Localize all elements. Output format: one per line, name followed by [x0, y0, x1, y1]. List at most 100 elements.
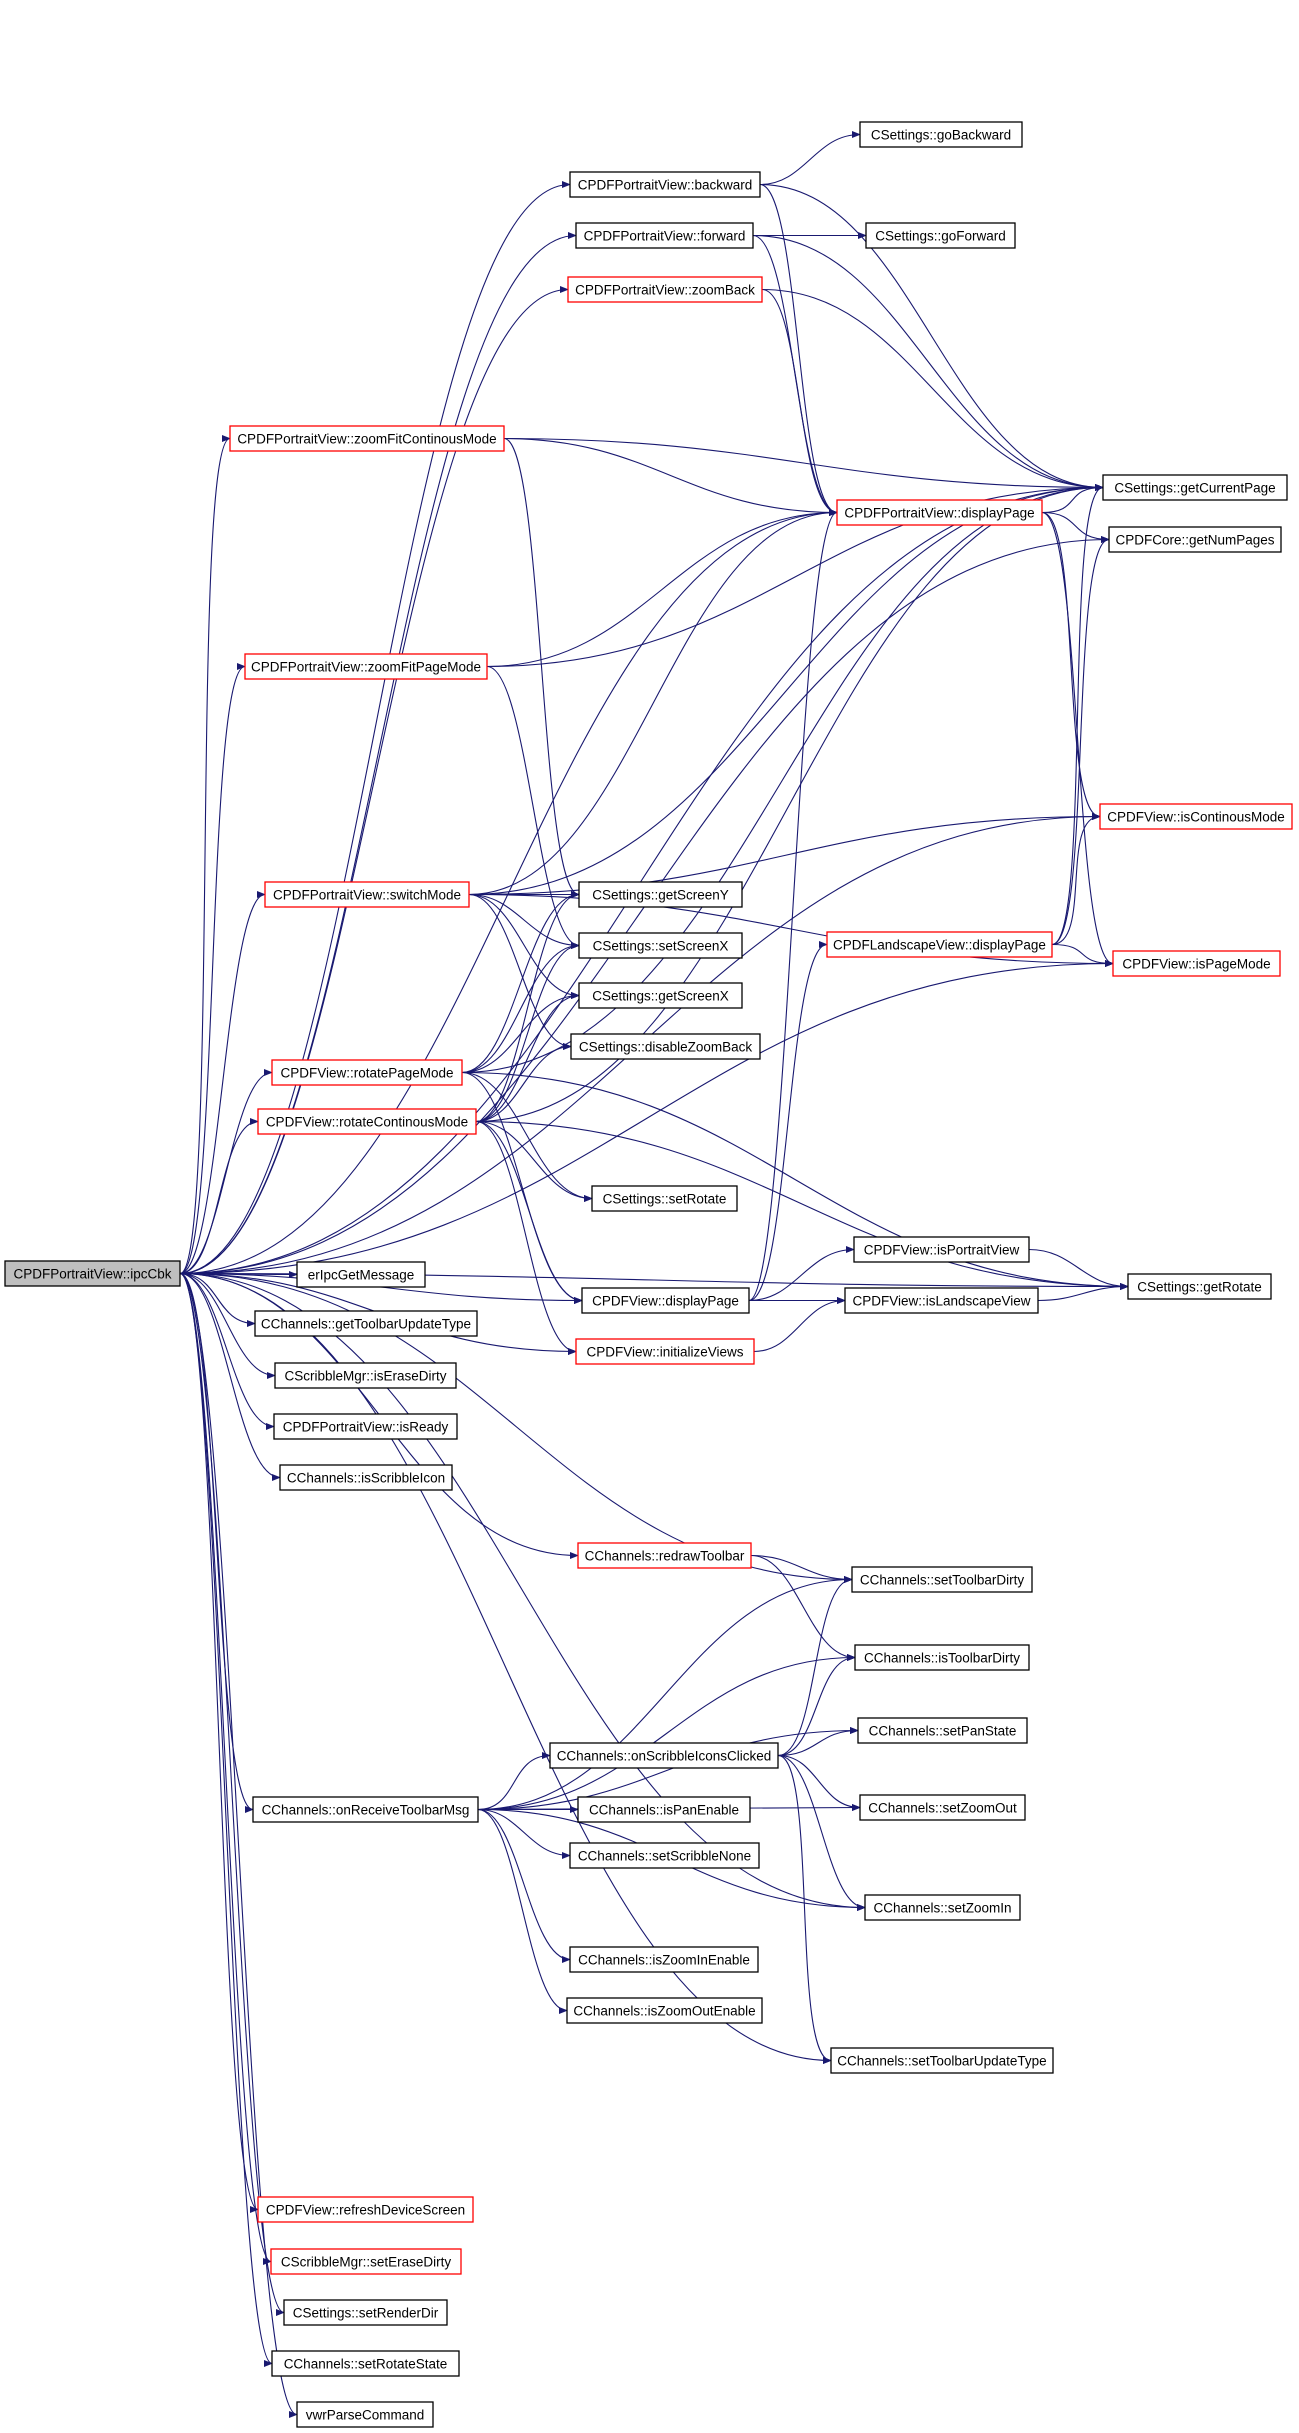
function-node[interactable]: CPDFView::rotatePageMode — [271, 1059, 463, 1086]
function-node[interactable]: CPDFPortraitView::zoomFitContinousMode — [229, 425, 505, 452]
function-node[interactable]: CScribbleMgr::isEraseDirty — [274, 1362, 457, 1389]
function-node[interactable]: CPDFPortraitView::isReady — [273, 1413, 458, 1440]
function-node[interactable]: erIpcGetMessage — [296, 1261, 426, 1288]
function-node[interactable]: CPDFView::initializeViews — [575, 1338, 755, 1365]
function-node[interactable]: CSettings::setRenderDir — [283, 2299, 448, 2326]
function-node[interactable]: CSettings::getCurrentPage — [1102, 474, 1288, 501]
node-label: CPDFCore::getNumPages — [1115, 533, 1274, 548]
function-node[interactable]: CChannels::isZoomOutEnable — [566, 1997, 763, 2024]
call-edge — [475, 1120, 593, 1203]
function-node[interactable]: CPDFView::rotateContinousMode — [257, 1108, 477, 1135]
function-node[interactable]: CChannels::setScribbleNone — [569, 1842, 760, 1869]
function-node[interactable]: CPDFView::isPageMode — [1112, 950, 1281, 977]
call-edge — [477, 1808, 571, 1860]
call-edge — [1051, 535, 1110, 946]
node-label: CChannels::onScribbleIconsClicked — [557, 1749, 772, 1764]
function-node[interactable]: CChannels::setToolbarUpdateType — [830, 2047, 1054, 2074]
call-edge — [461, 1071, 593, 1203]
node-label: CPDFView::isPortraitView — [864, 1243, 1020, 1258]
function-node[interactable]: CChannels::redrawToolbar — [577, 1542, 752, 1569]
function-node[interactable]: CSettings::getRotate — [1127, 1273, 1272, 1300]
call-edge — [1051, 943, 1114, 968]
call-edge — [179, 663, 246, 1275]
function-node[interactable]: CPDFPortraitView::backward — [569, 171, 761, 198]
function-node[interactable]: CSettings::getScreenY — [578, 881, 743, 908]
call-edge — [179, 285, 569, 1275]
function-node[interactable]: CPDFView::isPortraitView — [853, 1236, 1030, 1263]
function-node[interactable]: CSettings::getScreenX — [578, 982, 743, 1009]
function-node[interactable]: CPDFPortraitView::switchMode — [264, 881, 470, 908]
call-edge — [475, 991, 580, 1123]
function-node[interactable]: CSettings::disableZoomBack — [570, 1033, 761, 1060]
function-node[interactable]: CChannels::getToolbarUpdateType — [254, 1310, 478, 1337]
function-node[interactable]: CPDFPortraitView::zoomFitPageMode — [244, 653, 488, 680]
node-label: CPDFView::rotateContinousMode — [266, 1115, 468, 1130]
node-box — [244, 653, 488, 680]
function-node[interactable]: CPDFView::isContinousMode — [1099, 803, 1293, 830]
node-box — [257, 2196, 474, 2223]
call-edge — [477, 1575, 853, 1811]
node-box — [851, 1566, 1033, 1593]
function-node[interactable]: vwrParseCommand — [296, 2401, 434, 2428]
call-edge — [179, 1272, 254, 1813]
function-node[interactable]: CPDFCore::getNumPages — [1108, 526, 1282, 553]
function-node[interactable]: CChannels::isScribbleIcon — [279, 1464, 453, 1491]
function-node[interactable]: CChannels::isZoomInEnable — [569, 1946, 759, 1973]
node-box — [859, 1794, 1026, 1821]
node-box — [853, 1236, 1030, 1263]
call-edge — [468, 893, 580, 1000]
node-label: CPDFView::rotatePageMode — [280, 1066, 453, 1081]
function-node[interactable]: CSettings::setScreenX — [578, 932, 743, 959]
call-edge — [475, 483, 1104, 1123]
function-node[interactable]: CPDFPortraitView::zoomBack — [567, 276, 763, 303]
function-node[interactable]: CPDFView::isLandscapeView — [844, 1287, 1039, 1314]
function-node[interactable]: CChannels::setToolbarDirty — [851, 1566, 1033, 1593]
node-label: CPDFPortraitView::isReady — [283, 1420, 449, 1435]
function-node[interactable]: CChannels::onReceiveToolbarMsg — [252, 1796, 479, 1823]
function-node[interactable]: CSettings::goBackward — [859, 121, 1023, 148]
call-edge — [777, 1726, 859, 1757]
call-edge — [777, 1754, 866, 1912]
node-box — [578, 982, 743, 1009]
call-edge — [179, 483, 1104, 1275]
call-edge — [179, 435, 231, 1275]
call-edge — [475, 890, 580, 1123]
call-edge — [748, 1245, 855, 1302]
function-node[interactable]: CChannels::isToolbarDirty — [854, 1644, 1030, 1671]
function-node[interactable]: CScribbleMgr::setEraseDirty — [270, 2248, 462, 2275]
function-node[interactable]: CPDFPortraitView::forward — [575, 222, 754, 249]
call-edge — [477, 1751, 551, 1811]
node-label: CPDFView::initializeViews — [586, 1345, 743, 1360]
function-node[interactable]: CPDFPortraitView::displayPage — [836, 499, 1043, 526]
function-node[interactable]: CChannels::onScribbleIconsClicked — [549, 1742, 779, 1769]
call-edge — [468, 508, 838, 896]
node-box — [1127, 1273, 1272, 1300]
node-box — [549, 1742, 779, 1769]
call-edge — [475, 1042, 572, 1123]
call-edge — [179, 1272, 273, 2367]
call-edge — [759, 130, 861, 186]
call-edge — [486, 508, 838, 668]
call-edge — [477, 1808, 568, 2015]
function-node[interactable]: CPDFLandscapeView::displayPage — [826, 931, 1053, 958]
call-edge — [503, 437, 838, 517]
function-node[interactable]: CChannels::setPanState — [857, 1717, 1028, 1744]
function-node[interactable]: CPDFView::displayPage — [581, 1287, 750, 1314]
function-node[interactable]: CSettings::goForward — [865, 222, 1016, 249]
call-edge — [1051, 812, 1101, 946]
node-box — [257, 1108, 477, 1135]
node-label: CChannels::redrawToolbar — [585, 1549, 745, 1564]
function-node[interactable]: CChannels::isPanEnable — [577, 1796, 751, 1823]
node-box — [271, 1059, 463, 1086]
call-edge — [1041, 511, 1114, 968]
function-node[interactable]: CChannels::setZoomOut — [859, 1794, 1026, 1821]
node-box — [296, 1261, 426, 1288]
function-node[interactable]: CSettings::setRotate — [591, 1185, 738, 1212]
node-label: CChannels::isToolbarDirty — [864, 1651, 1020, 1666]
function-node[interactable]: CPDFView::refreshDeviceScreen — [257, 2196, 474, 2223]
function-node[interactable]: CChannels::setRotateState — [271, 2350, 460, 2377]
function-node[interactable]: CChannels::setZoomIn — [864, 1894, 1021, 1921]
call-edge — [475, 941, 580, 1123]
node-box — [578, 932, 743, 959]
node-label: CSettings::goForward — [875, 229, 1006, 244]
